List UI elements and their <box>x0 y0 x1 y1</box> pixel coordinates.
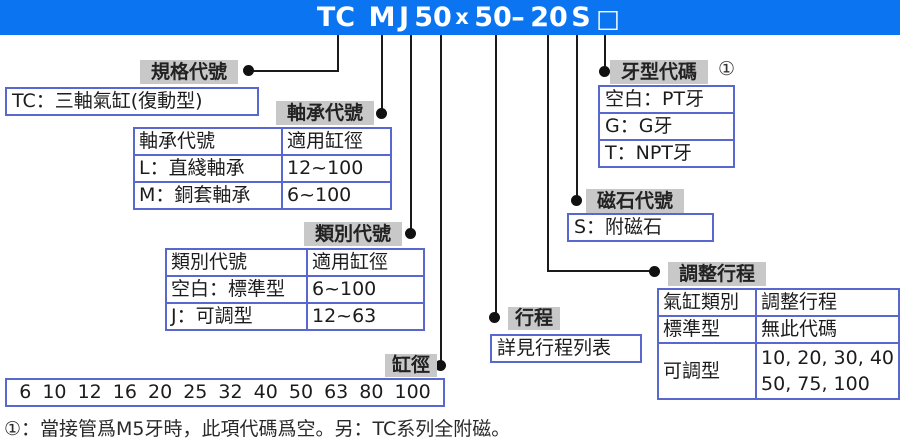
label-magnet: 磁石代號 <box>586 189 684 213</box>
bearing-header-code: 軸承代號 <box>133 127 283 156</box>
bullet-adjust <box>649 266 660 277</box>
category-row-blank-bore: 6~100 <box>306 275 425 304</box>
label-category: 類別代號 <box>304 222 402 246</box>
dash-separator: – <box>511 2 525 33</box>
label-thread: 牙型代碼 <box>610 60 708 84</box>
connector-line-category <box>410 35 412 235</box>
footnote-ref-badge: ① <box>718 58 736 80</box>
table-row: J：可調型 12~63 <box>165 302 425 331</box>
model-code-bar: TC M J 50 x 50 – 20 S □ <box>0 0 900 35</box>
bearing-header-bore: 適用缸徑 <box>281 127 392 156</box>
connector-line-adjust-h <box>547 270 654 272</box>
adjust-stroke-line-1: 10, 20, 30, 40 <box>761 347 894 369</box>
bullet-bore <box>435 360 446 371</box>
bearing-row-m-bore: 6~100 <box>281 181 392 210</box>
spec-value-box: TC：三軸氣缸(復動型) <box>5 87 259 116</box>
bearing-row-m-code: M：銅套軸承 <box>133 181 283 210</box>
stroke-note-box: 詳見行程列表 <box>490 334 642 363</box>
category-row-blank-code: 空白：標準型 <box>165 275 308 304</box>
bullet-magnet <box>571 195 582 206</box>
category-header-bore: 適用缸徑 <box>306 248 425 277</box>
magnet-value-box: S：附磁石 <box>567 213 714 242</box>
thread-option-pt: 空白：PT牙 <box>598 85 735 114</box>
bearing-table: 軸承代號 適用缸徑 L：直綫軸承 12~100 M：銅套軸承 6~100 <box>133 127 392 210</box>
table-row: M：銅套軸承 6~100 <box>133 181 392 210</box>
thread-placeholder-square-icon: □ <box>596 4 620 33</box>
adjust-stroke-table: 氣缸類別 調整行程 標準型 無此代碼 可調型 10, 20, 30, 40 50… <box>656 288 900 400</box>
label-adjust: 調整行程 <box>668 262 766 286</box>
code-category: J <box>398 2 410 33</box>
thread-option-g: G：G牙 <box>598 112 735 141</box>
thread-option-npt: T：NPT牙 <box>598 139 735 168</box>
connector-line-adjust <box>547 35 549 272</box>
code-bearing: M <box>368 2 396 33</box>
adjust-header-stroke: 調整行程 <box>755 288 900 317</box>
table-row: L：直綫軸承 12~100 <box>133 154 392 183</box>
connector-line-spec <box>337 35 339 72</box>
label-stroke: 行程 <box>508 307 560 330</box>
bullet-spec <box>243 65 254 76</box>
connector-line-spec-h <box>250 70 339 72</box>
code-stroke: 50 <box>474 2 512 33</box>
connector-line-magnet <box>576 35 578 201</box>
table-row: 可調型 10, 20, 30, 40 50, 75, 100 <box>656 342 900 400</box>
bullet-category <box>405 228 416 239</box>
category-header-code: 類別代號 <box>165 248 308 277</box>
category-row-j-bore: 12~63 <box>306 302 425 331</box>
label-bore: 缸徑 <box>385 354 437 377</box>
code-magnet: S <box>571 2 591 33</box>
table-row: 氣缸類別 調整行程 <box>656 288 900 317</box>
table-row: 類別代號 適用缸徑 <box>165 248 425 277</box>
bullet-bearing <box>376 108 387 119</box>
bearing-row-l-code: L：直綫軸承 <box>133 154 283 183</box>
adjust-row-standard-stroke: 無此代碼 <box>755 315 900 344</box>
code-adjust-stroke: 20 <box>530 2 568 33</box>
connector-line-bore <box>440 35 442 366</box>
connector-line-thread <box>604 35 606 73</box>
bullet-stroke <box>489 312 500 323</box>
thread-options-box: 空白：PT牙 G：G牙 T：NPT牙 <box>598 85 735 168</box>
adjust-header-type: 氣缸類別 <box>656 288 758 317</box>
adjust-stroke-line-2: 50, 75, 100 <box>761 373 870 395</box>
bore-sizes-box: 6 10 12 16 20 25 32 40 50 63 80 100 <box>5 378 445 407</box>
bearing-row-l-bore: 12~100 <box>281 154 392 183</box>
label-bearing: 軸承代號 <box>276 101 374 125</box>
table-row: 標準型 無此代碼 <box>656 315 900 344</box>
table-row: 空白：標準型 6~100 <box>165 275 425 304</box>
category-row-j-code: J：可調型 <box>165 302 308 331</box>
table-row: 軸承代號 適用缸徑 <box>133 127 392 156</box>
adjust-row-adjustable-type: 可調型 <box>656 342 758 400</box>
category-table: 類別代號 適用缸徑 空白：標準型 6~100 J：可調型 12~63 <box>165 248 425 331</box>
adjust-row-standard-type: 標準型 <box>656 315 758 344</box>
code-bore: 50 <box>414 2 452 33</box>
code-spec: TC <box>316 2 356 33</box>
footnote: ①：當接管爲M5牙時，此項代碼爲空。另：TC系列全附磁。 <box>4 418 511 440</box>
connector-line-stroke <box>495 35 497 319</box>
label-spec: 規格代號 <box>140 60 238 84</box>
connector-line-bearing <box>381 35 383 115</box>
multiply-icon: x <box>455 5 469 29</box>
adjust-row-adjustable-stroke: 10, 20, 30, 40 50, 75, 100 <box>755 342 900 400</box>
bullet-thread <box>599 66 610 77</box>
